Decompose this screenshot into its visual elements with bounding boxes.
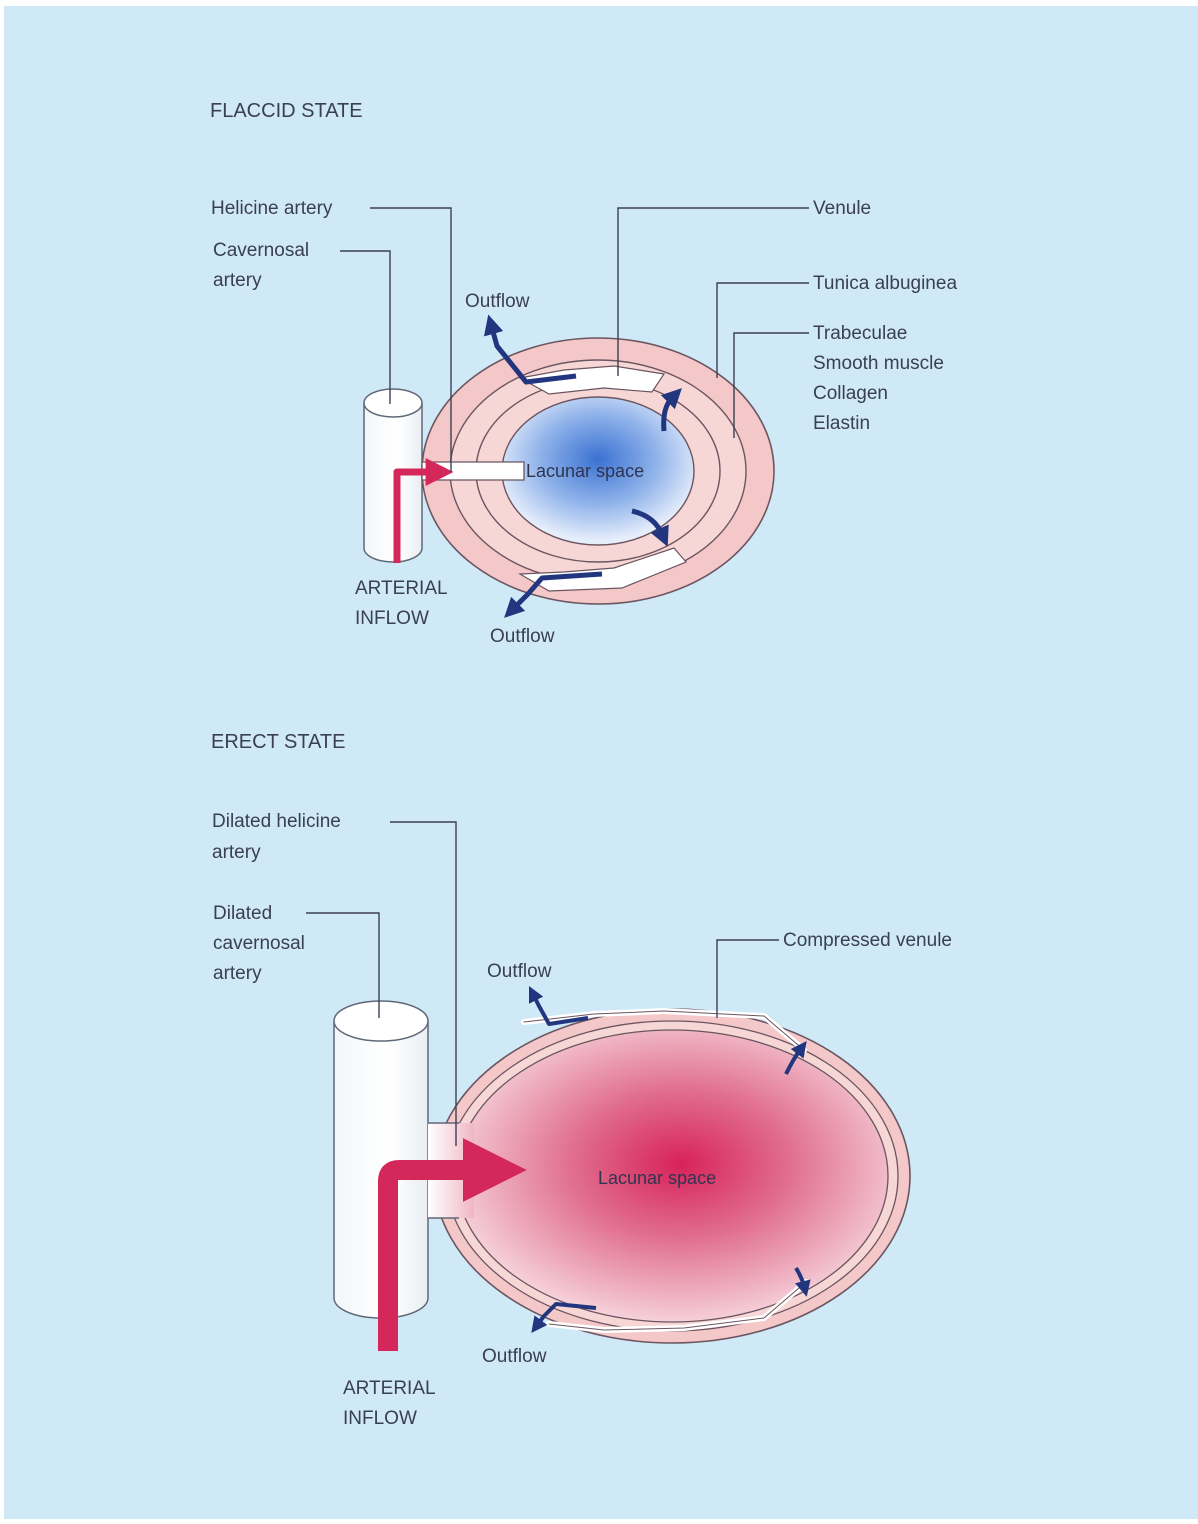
erect-label-arterial-inflow-2: INFLOW [343,1408,417,1429]
flaccid-label-lacunar-space: Lacunar space [526,461,644,481]
flaccid-label-trabeculae: Trabeculae [813,323,907,344]
erect-label-arterial-inflow: ARTERIAL [343,1378,436,1399]
flaccid-label-elastin: Elastin [813,413,870,434]
erect-label-outflow-bottom: Outflow [482,1346,547,1367]
erect-label-compressed-venule: Compressed venule [783,930,952,951]
flaccid-helicine-artery [422,462,524,480]
flaccid-label-cavernosal-artery-2: artery [213,270,262,291]
figure-panel: FLACCID STATE Helicine artery Caver [4,6,1198,1519]
diagram-canvas: FLACCID STATE Helicine artery Caver [4,6,1198,1519]
flaccid-label-smooth-muscle: Smooth muscle [813,353,944,374]
erect-heading: ERECT STATE [211,731,345,753]
flaccid-label-tunica-albuginea: Tunica albuginea [813,273,957,294]
flaccid-label-cavernosal-artery: Cavernosal [213,240,309,261]
erect-label-dilated-cavernosal-2: cavernosal [213,933,305,954]
flaccid-heading: FLACCID STATE [210,100,363,122]
erect-label-dilated-cavernosal: Dilated [213,903,272,924]
erect-label-outflow-top: Outflow [487,961,552,982]
erect-label-dilated-helicine: Dilated helicine [212,811,341,832]
flaccid-label-collagen: Collagen [813,383,888,404]
erect-label-dilated-helicine-2: artery [212,842,261,863]
flaccid-label-venule: Venule [813,198,871,219]
flaccid-label-arterial-inflow-2: INFLOW [355,608,429,629]
flaccid-label-outflow-bottom: Outflow [490,626,555,647]
flaccid-label-helicine-artery: Helicine artery [211,198,333,219]
erect-label-dilated-cavernosal-3: artery [213,963,262,984]
flaccid-label-outflow-top: Outflow [465,291,530,312]
flaccid-label-arterial-inflow: ARTERIAL [355,578,448,599]
erect-label-lacunar-space: Lacunar space [598,1168,716,1188]
